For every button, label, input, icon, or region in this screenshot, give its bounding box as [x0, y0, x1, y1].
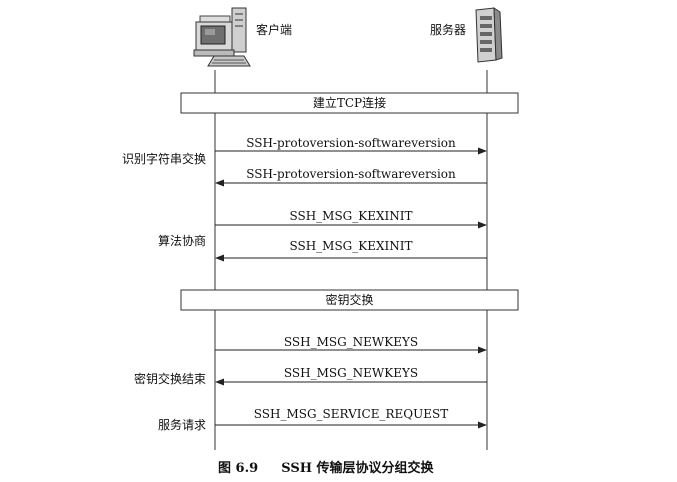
client-label: 客户端 [256, 23, 293, 37]
phase-box-tcp [180, 92, 519, 114]
stage-label-identification: 识别字符串交换 [121, 152, 206, 166]
message-arrows [215, 147, 487, 429]
server-label: 服务器 [430, 23, 467, 37]
phase-label-key-exchange: 密钥交换 [325, 293, 374, 307]
stage-label-key-exchange-end: 密钥交换结束 [133, 372, 206, 386]
message-label: SSH-protoversion-softwareversion [246, 167, 456, 181]
arrowhead [478, 421, 487, 429]
phase-label-tcp: 建立TCP连接 [312, 96, 387, 110]
arrowhead [215, 254, 224, 262]
arrowhead [215, 378, 224, 386]
message-label: SSH_MSG_NEWKEYS [283, 335, 419, 349]
arrowhead [215, 179, 224, 187]
arrowhead [478, 221, 487, 229]
server-tower-icon [475, 7, 503, 63]
message-label: SSH_MSG_KEXINIT [289, 239, 413, 253]
message-label: SSH_MSG_KEXINIT [289, 209, 413, 223]
message-label: SSH_MSG_SERVICE_REQUEST [253, 407, 449, 421]
client-computer-icon [193, 7, 251, 67]
message-label: SSH-protoversion-softwareversion [246, 136, 456, 150]
caption-number: 图 6.9 [218, 461, 259, 476]
arrowhead [478, 147, 487, 155]
caption-text: SSH 传输层协议分组交换 [281, 461, 434, 476]
stage-label-algorithm-negotiation: 算法协商 [157, 234, 206, 248]
stage-label-service-request: 服务请求 [157, 418, 206, 432]
figure-caption: 图 6.9 SSH 传输层协议分组交换 [218, 457, 434, 476]
phase-box-key-exchange [180, 289, 519, 311]
arrowhead [478, 346, 487, 354]
message-label: SSH_MSG_NEWKEYS [283, 366, 419, 380]
